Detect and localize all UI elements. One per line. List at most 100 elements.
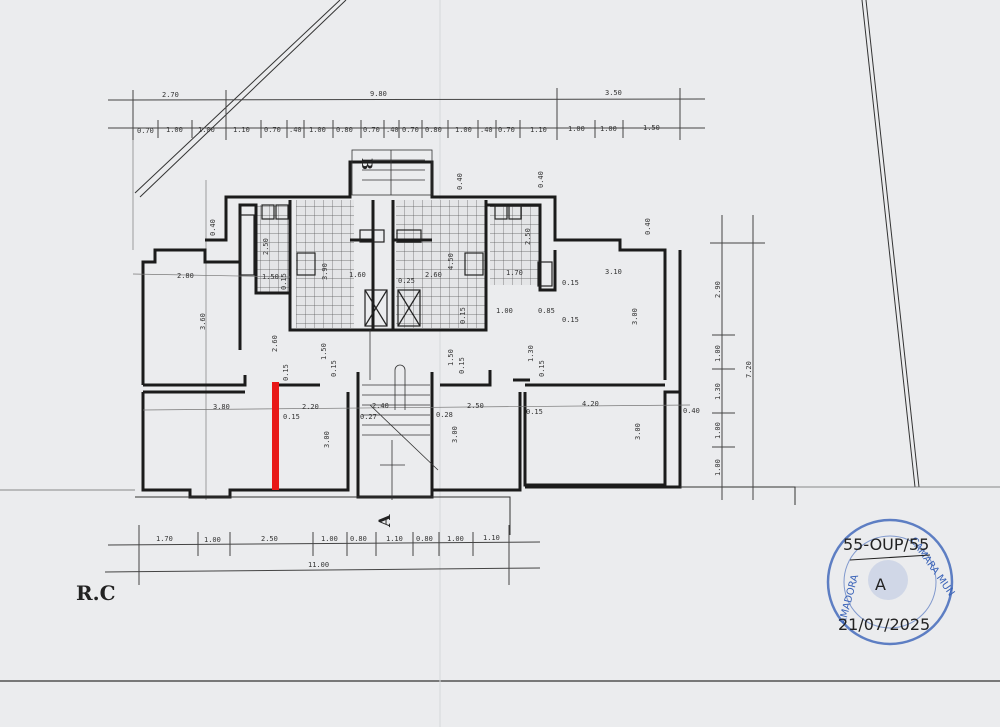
- dim-label: 0.25: [398, 277, 415, 285]
- dim-label: 0.40: [209, 219, 217, 236]
- dim-label: 1.00: [198, 126, 215, 134]
- dim-label: 0.15: [280, 273, 288, 290]
- dim-label: 1.50: [643, 124, 660, 132]
- dim-label: 1.00: [714, 422, 722, 439]
- dim-label: 1.00: [166, 126, 183, 134]
- section-marker-a: A: [375, 514, 394, 528]
- dim-label: 0.15: [562, 279, 579, 287]
- dim-label: 3.00: [451, 426, 459, 443]
- dim-label: 1.10: [483, 534, 500, 542]
- process-number: 55-OUP/55: [843, 535, 929, 554]
- dim-label: 1.00: [455, 126, 472, 134]
- dim-label: 1.60: [349, 271, 366, 279]
- dim-label: .40: [289, 126, 302, 134]
- dim-label: 2.70: [162, 91, 179, 99]
- dim-label: .40: [386, 126, 399, 134]
- interior-dimensions: 0.40 2.80 3.60 2.50 1.50 0.15 3.90 1.60 …: [177, 171, 700, 448]
- dim-label: 0.70: [264, 126, 281, 134]
- dim-label: 1.50: [262, 273, 279, 281]
- dim-label: 0.15: [459, 307, 467, 324]
- dim-label: 0.70: [363, 126, 380, 134]
- dim-label: 2.20: [302, 403, 319, 411]
- dim-label: 3.00: [323, 431, 331, 448]
- dim-label: 2.50: [262, 238, 270, 255]
- top-dimension-chain: 2.70 9.80 3.50 0.70 1.00 1.00 1.10 0.70 …: [107, 88, 706, 500]
- dim-label: 1.30: [527, 345, 535, 362]
- dim-label: 4.50: [447, 253, 455, 270]
- highlighted-wall-segment: [272, 382, 279, 490]
- dim-label: 0.40: [456, 173, 464, 190]
- dim-label: 1.70: [156, 535, 173, 543]
- dim-label: 3.10: [605, 268, 622, 276]
- dim-label: 0.15: [526, 408, 543, 416]
- staircase: [351, 149, 439, 500]
- dim-label: 2.80: [177, 272, 194, 280]
- dim-label: 3.60: [199, 313, 207, 330]
- dim-label: 0.80: [416, 535, 433, 543]
- dim-label: 1.50: [320, 343, 328, 360]
- bottom-dimension-chain: 1.70 1.00 2.50 1.00 0.80 1.10 0.80 1.00 …: [104, 525, 541, 585]
- dim-label: 2.90: [714, 281, 722, 298]
- service-shafts: [239, 204, 553, 327]
- coat-of-arms-icon: [868, 560, 908, 600]
- dim-label: 0.15: [283, 413, 300, 421]
- municipal-stamp: AMADORA CAMARA MUN 55-OUP/55 A 21/07/202…: [826, 518, 956, 646]
- stamp-date: 21/07/2025: [838, 615, 930, 634]
- dim-label: 1.10: [386, 535, 403, 543]
- right-dimension-chain: 2.90 1.00 1.30 1.00 1.00 7.20: [710, 215, 765, 500]
- dim-label: 3.80: [213, 403, 230, 411]
- dim-label: 3.00: [634, 423, 642, 440]
- dim-label: 0.15: [282, 364, 290, 381]
- dim-label: 1.00: [496, 307, 513, 315]
- dim-label: 11.00: [308, 561, 329, 569]
- dim-label: 1.50: [447, 349, 455, 366]
- dim-label: 0.40: [644, 218, 652, 235]
- dim-label: 2.50: [261, 535, 278, 543]
- dim-label: 3.90: [321, 263, 329, 280]
- dim-label: 2.50: [467, 402, 484, 410]
- dim-label: 0.40: [683, 407, 700, 415]
- dim-label: 1.00: [568, 125, 585, 133]
- dim-label: 0.70: [137, 127, 154, 135]
- dim-label: 0.28: [436, 411, 453, 419]
- dim-label: 0.15: [538, 360, 546, 377]
- dim-label: 1.00: [714, 345, 722, 362]
- dim-label: 1.00: [309, 126, 326, 134]
- dim-label: 4.20: [582, 400, 599, 408]
- dim-label: 0.80: [350, 535, 367, 543]
- section-marker-b: B: [358, 158, 374, 170]
- dim-label: 0.80: [425, 126, 442, 134]
- dim-label: 0.70: [402, 126, 419, 134]
- dim-label: 1.00: [321, 535, 338, 543]
- dim-label: 1.00: [204, 536, 221, 544]
- dim-label: 1.10: [233, 126, 250, 134]
- dim-label: 2.40: [372, 402, 389, 410]
- dim-label: 1.00: [714, 459, 722, 476]
- dim-label: 0.15: [562, 316, 579, 324]
- dim-label: 1.30: [714, 383, 722, 400]
- dim-label: 3.50: [605, 89, 622, 97]
- dim-label: 0.15: [458, 357, 466, 374]
- dim-label: .40: [480, 126, 493, 134]
- dim-label: 2.50: [524, 228, 532, 245]
- dim-label: 0.27: [360, 413, 377, 421]
- dim-label: 1.70: [506, 269, 523, 277]
- stamp-initial: A: [875, 575, 886, 594]
- dim-label: 1.00: [600, 125, 617, 133]
- dim-label: 0.85: [538, 307, 555, 315]
- dim-label: 7.20: [745, 361, 753, 378]
- tiled-kitchen-bath-areas: [256, 200, 540, 328]
- dim-label: 2.60: [271, 335, 279, 352]
- dim-label: 0.15: [330, 360, 338, 377]
- dim-label: 1.00: [447, 535, 464, 543]
- dim-label: 2.60: [425, 271, 442, 279]
- dim-label: 0.80: [336, 126, 353, 134]
- dim-label: 9.80: [370, 90, 387, 98]
- floor-label: R.C: [76, 581, 116, 605]
- walls: [132, 160, 796, 535]
- dim-label: 0.40: [537, 171, 545, 188]
- dim-label: 1.10: [530, 126, 547, 134]
